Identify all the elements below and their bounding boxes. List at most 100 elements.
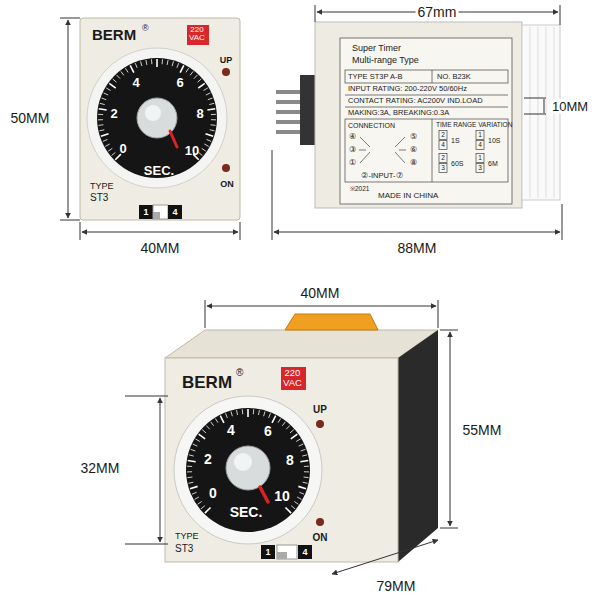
dial-tick bbox=[103, 139, 108, 141]
dial-tick bbox=[108, 148, 112, 151]
dial-number: 4 bbox=[132, 76, 139, 89]
dial-number: 10 bbox=[274, 489, 290, 503]
dial-tick bbox=[189, 455, 194, 456]
dial-tick bbox=[296, 439, 300, 442]
dial-tick bbox=[115, 154, 121, 160]
dial-tick bbox=[130, 65, 134, 72]
dial-tick bbox=[135, 63, 137, 68]
dial-tick bbox=[193, 444, 198, 446]
side-view bbox=[272, 5, 562, 240]
plate-cell: NO. B23K bbox=[437, 73, 471, 81]
dial-tick bbox=[188, 482, 193, 483]
dimension: 50MM bbox=[9, 110, 52, 126]
dial-tick bbox=[291, 506, 295, 509]
voltage-badge: 220 VAC bbox=[281, 367, 306, 390]
plate-title: Super Timer bbox=[352, 44, 401, 53]
switch-number: 3 bbox=[441, 165, 445, 172]
dial-tick bbox=[105, 144, 109, 146]
dimension: 55MM bbox=[461, 422, 504, 438]
dial-tick bbox=[98, 114, 103, 115]
dial-tick bbox=[206, 93, 211, 95]
dial-number: 4 bbox=[227, 423, 235, 437]
dial-number: 8 bbox=[196, 107, 203, 120]
dial-tick bbox=[194, 75, 197, 79]
origin-label: MADE IN CHINA bbox=[378, 192, 438, 200]
led-label: ON bbox=[313, 533, 328, 543]
dial-tick bbox=[298, 486, 306, 488]
dial-tick bbox=[300, 460, 308, 461]
dial-tick bbox=[177, 63, 179, 68]
dial-tick bbox=[282, 422, 285, 426]
dial-number: 2 bbox=[110, 107, 117, 120]
dial-tick bbox=[167, 60, 169, 65]
range-label: 6M bbox=[488, 160, 498, 167]
switch-number: 1 bbox=[478, 155, 482, 162]
dial-tick bbox=[242, 409, 243, 414]
dial-number: 8 bbox=[286, 453, 294, 467]
dial-tick bbox=[204, 144, 208, 146]
dial-tick bbox=[190, 71, 193, 75]
dial-tick bbox=[180, 65, 184, 72]
plate-rating: INPUT RATING: 200-220V 50/60Hz bbox=[348, 85, 467, 93]
dial-tick bbox=[304, 471, 309, 472]
dial-tick bbox=[231, 411, 232, 416]
led-label: ON bbox=[220, 180, 234, 189]
dial-tick bbox=[191, 449, 196, 451]
switch-number: 2 bbox=[441, 155, 445, 162]
dial-tick bbox=[220, 416, 224, 423]
year-mark: ※2021 bbox=[350, 186, 369, 193]
dial-tick bbox=[258, 410, 260, 415]
dial-tick bbox=[192, 492, 197, 494]
switch-number: 1 bbox=[265, 548, 270, 557]
dial-tick bbox=[302, 455, 307, 456]
dial-tick bbox=[151, 59, 152, 64]
switch-number: 4 bbox=[441, 142, 445, 149]
dial-tick bbox=[186, 68, 189, 72]
dial-tick bbox=[206, 426, 209, 430]
dial-tick bbox=[301, 449, 306, 451]
dial-tick bbox=[297, 497, 301, 499]
dimension: 40MM bbox=[139, 240, 182, 256]
range-label: 10S bbox=[488, 137, 500, 144]
dimension: 10MM bbox=[550, 99, 590, 114]
dial-tick bbox=[141, 61, 142, 66]
plate-rating: MAKING:3A, BREAKING:0.3A bbox=[348, 109, 449, 117]
dimension: 88MM bbox=[396, 240, 439, 256]
dial-tick bbox=[104, 93, 109, 95]
switch-number: 1 bbox=[143, 208, 148, 217]
dial-tick bbox=[187, 466, 192, 467]
dial-tick bbox=[199, 434, 205, 439]
badge-text: 220 VAC bbox=[283, 368, 302, 388]
dial-number: 2 bbox=[204, 452, 212, 466]
dial-tick bbox=[278, 418, 281, 422]
type-label: TYPE bbox=[90, 182, 114, 191]
input-label: ②-INPUT-⑦ bbox=[361, 172, 402, 180]
dial-tick bbox=[226, 413, 228, 418]
plate-cell: TYPE ST3P A-B bbox=[348, 73, 402, 81]
dimension: 79MM bbox=[375, 578, 418, 594]
perspective-view bbox=[125, 300, 458, 574]
dial-tick bbox=[98, 119, 103, 120]
led-label: UP bbox=[313, 405, 327, 415]
dial-tick bbox=[109, 83, 115, 88]
trademark: ® bbox=[236, 368, 243, 378]
dial-tick bbox=[201, 506, 205, 509]
dial-tick bbox=[207, 109, 215, 110]
dial-number: 6 bbox=[176, 76, 183, 89]
dial-number: 0 bbox=[119, 142, 126, 155]
dial-tick bbox=[187, 477, 192, 479]
dial-number: 10 bbox=[185, 144, 199, 157]
dial-tick bbox=[145, 60, 147, 65]
dial-tick bbox=[198, 83, 204, 88]
dial-tick bbox=[125, 68, 128, 72]
dial-tick bbox=[202, 430, 206, 433]
dial-tick bbox=[206, 134, 214, 136]
dial-tick bbox=[117, 75, 120, 79]
brand-name: BERM bbox=[92, 27, 136, 42]
dial-tick bbox=[99, 130, 104, 131]
plate-heading: CONNECTION bbox=[348, 122, 395, 129]
switch-number: 4 bbox=[478, 142, 482, 149]
dimension: 40MM bbox=[299, 285, 342, 301]
dial-tick bbox=[236, 410, 238, 415]
